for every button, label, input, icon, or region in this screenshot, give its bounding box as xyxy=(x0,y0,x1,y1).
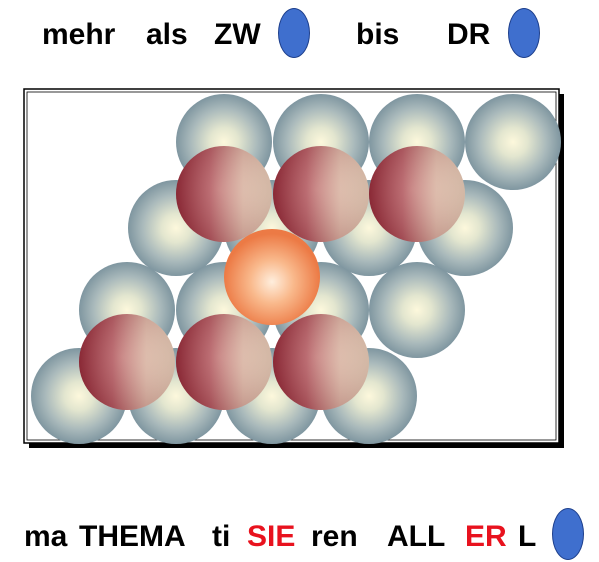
orange-sphere-layer xyxy=(224,229,320,325)
red-sphere-shade xyxy=(273,314,369,410)
red-sphere-shade xyxy=(176,146,272,242)
bottom-seg-ma: ma xyxy=(24,520,68,553)
top-word-zw: ZW xyxy=(214,18,261,51)
top-word-bis: bis xyxy=(356,18,400,51)
orange-sphere xyxy=(224,229,320,325)
top-word-dr: DR xyxy=(447,18,491,51)
bottom-seg-thema: THEMA xyxy=(79,520,186,553)
red-sphere-shade xyxy=(273,146,369,242)
frame-inner xyxy=(26,91,557,441)
bottom-seg-ti: ti xyxy=(212,520,231,553)
red-sphere-shade xyxy=(176,314,272,410)
red-sphere-shade xyxy=(79,314,175,410)
blue-oval-icon xyxy=(278,8,310,58)
red-sphere-shade xyxy=(369,146,465,242)
bottom-seg-er: ER xyxy=(465,520,507,553)
bottom-seg-ren: ren xyxy=(311,520,358,553)
top-word-mehr: mehr xyxy=(42,18,116,51)
grey-sphere xyxy=(369,262,465,358)
bottom-seg-all: ALL xyxy=(387,520,446,553)
bottom-seg-l: L xyxy=(518,520,537,553)
red-sphere-layer xyxy=(79,146,465,410)
blue-oval-icon xyxy=(508,8,540,58)
sphere-packing-diagram xyxy=(23,88,564,448)
grey-sphere xyxy=(465,94,561,190)
bottom-seg-sie: SIE xyxy=(247,520,296,553)
blue-oval-icon xyxy=(552,508,584,560)
top-word-als: als xyxy=(146,18,188,51)
